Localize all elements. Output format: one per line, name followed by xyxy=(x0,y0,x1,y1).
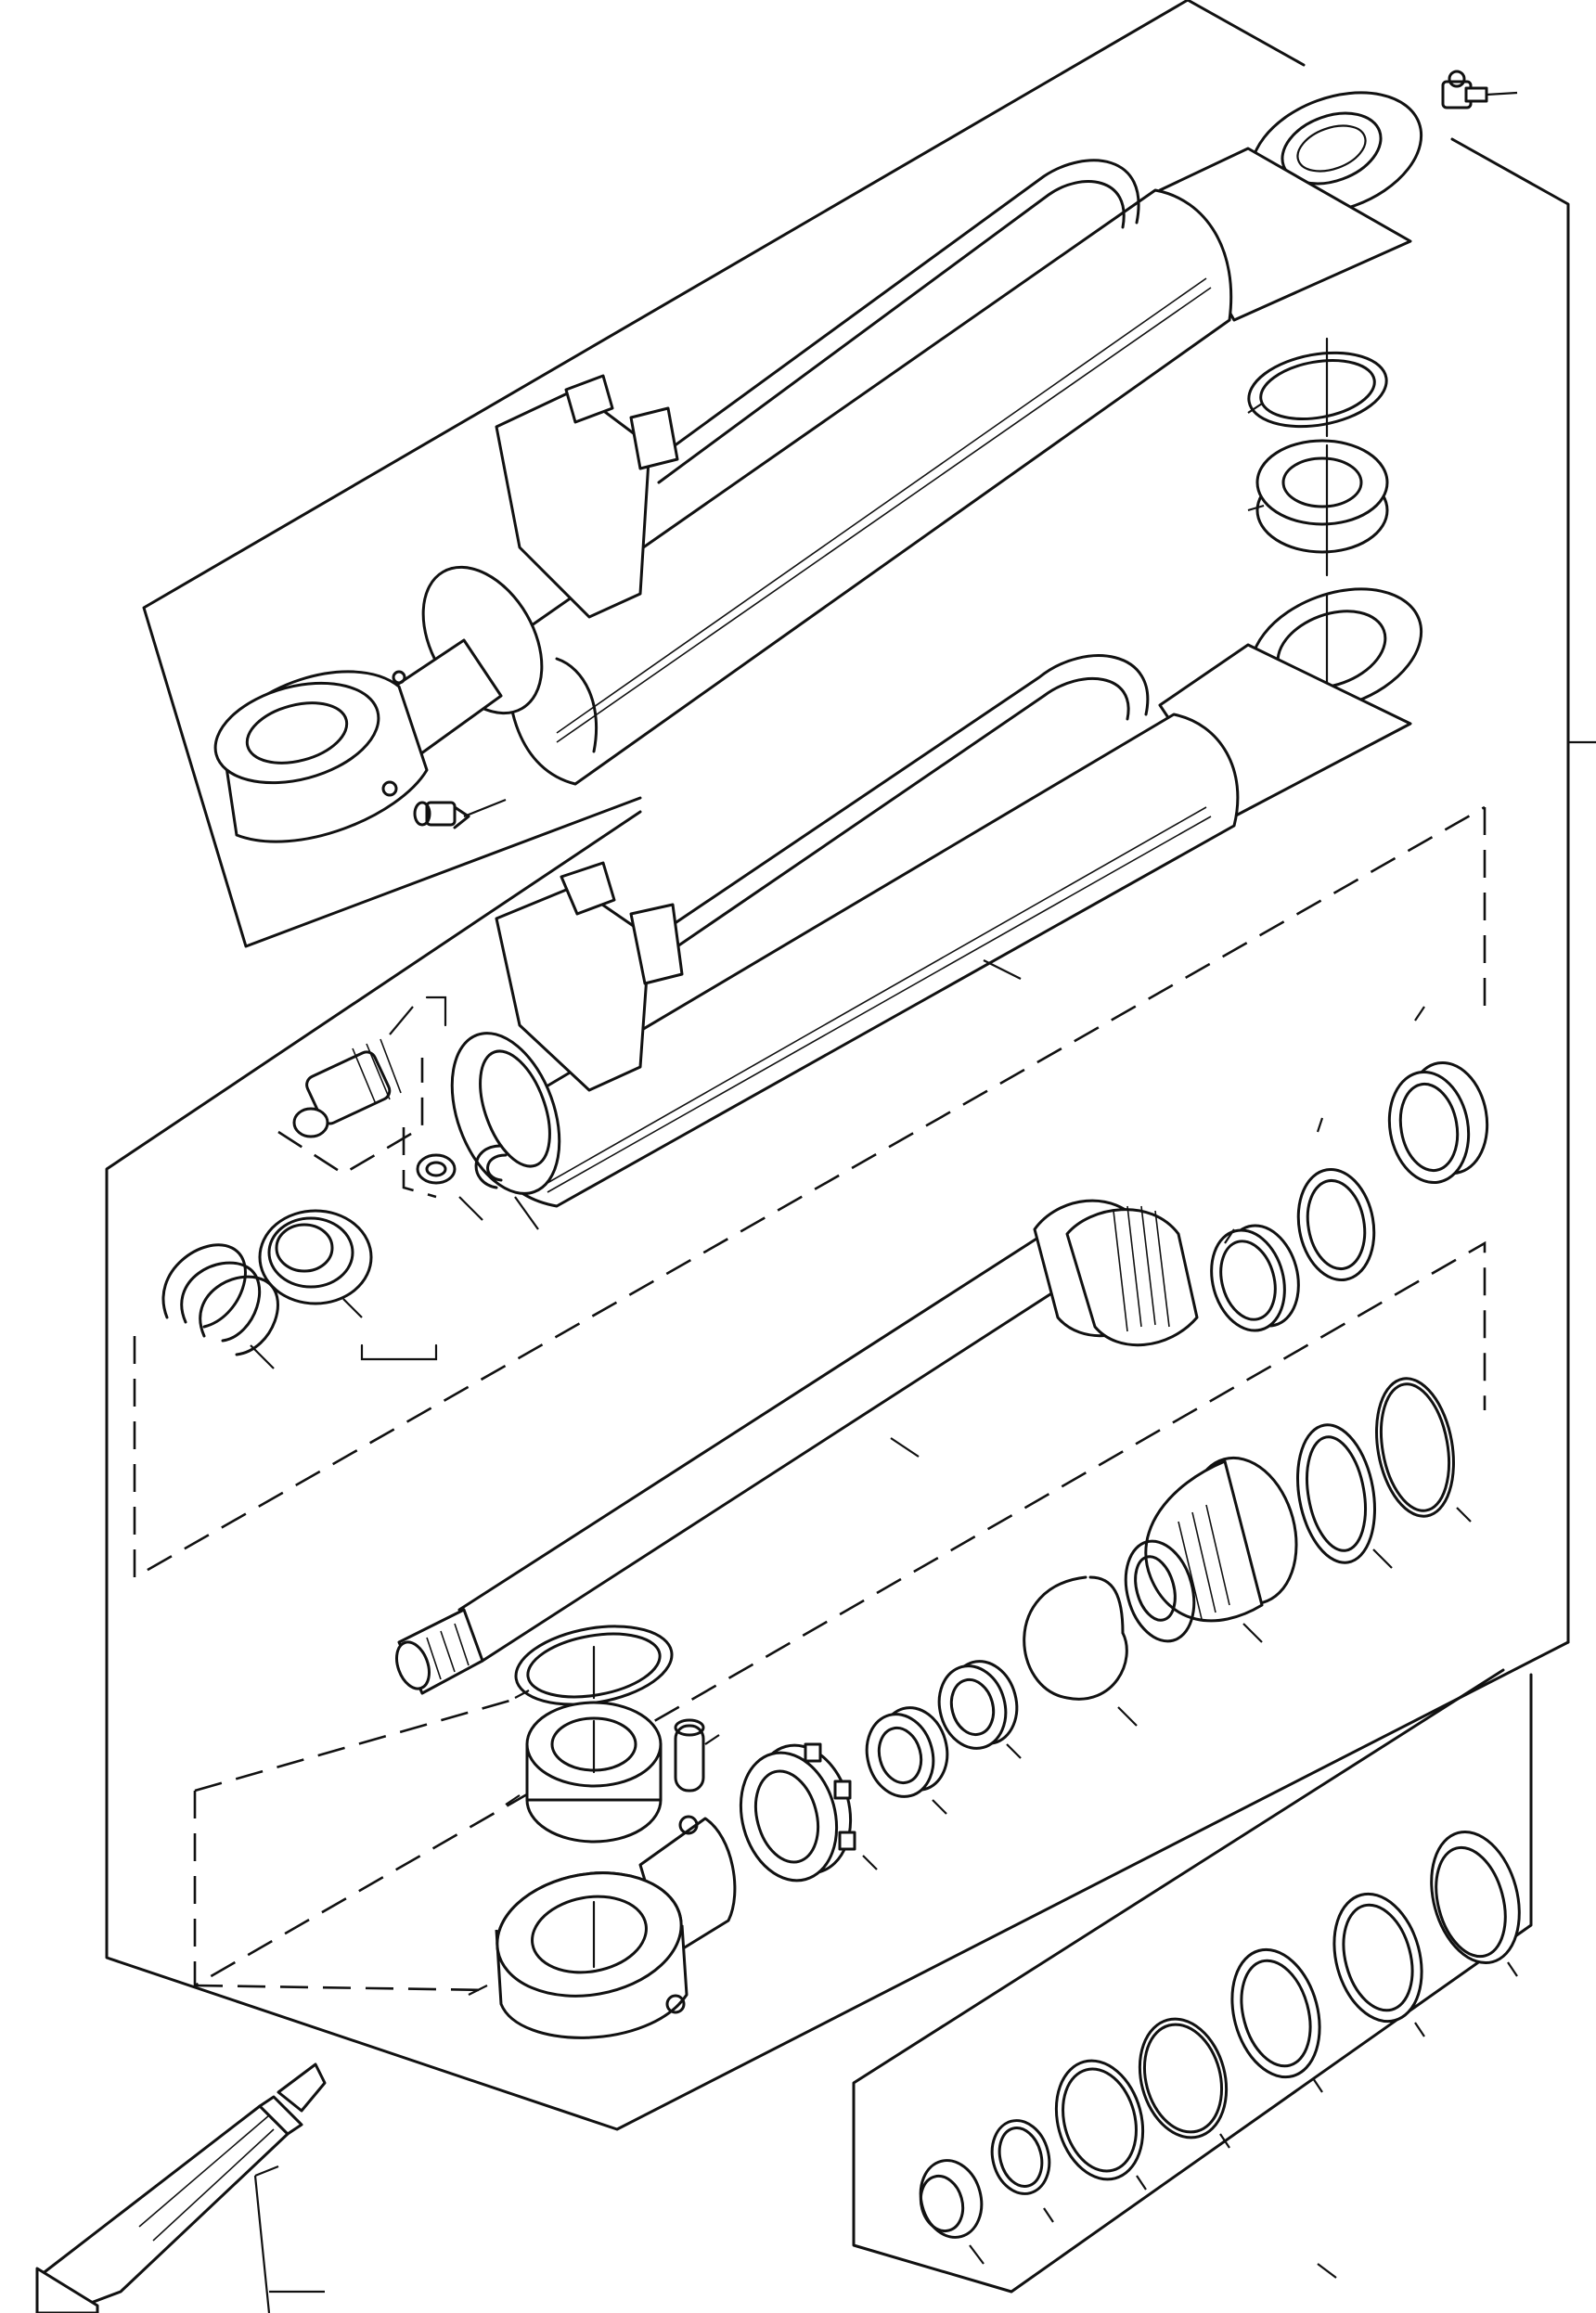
piston-dashed-boundary xyxy=(193,1240,1487,1988)
grease-fitting-icon xyxy=(1441,70,1518,109)
seal-ring-icon xyxy=(1296,1117,1376,1281)
valve-dashed-boundary xyxy=(133,805,1486,1580)
snap-ring-icon xyxy=(1247,337,1388,438)
seal-kit-icon xyxy=(919,1830,1521,2279)
wear-ring-icon xyxy=(1296,1423,1393,1569)
piston-rod-icon xyxy=(395,1199,1199,1695)
grease-fitting-icon xyxy=(413,798,507,829)
valve-cartridge-icon xyxy=(292,996,447,1138)
sealant-tube-icon xyxy=(35,2062,327,2313)
gland-icon xyxy=(1210,1224,1300,1332)
seal-kit-outline xyxy=(852,1668,1533,2294)
snap-ring-icon xyxy=(514,1625,674,1706)
bushing-icon xyxy=(865,1706,949,1815)
lock-nut-icon xyxy=(739,1742,878,1883)
spherical-bearing-icon xyxy=(505,1701,663,1844)
backup-ring-icon xyxy=(1023,1575,1138,1727)
cylinder-barrel-icon xyxy=(450,587,1423,1208)
wiper-ring-icon xyxy=(1387,1006,1489,1185)
spacer-icon xyxy=(937,1660,1022,1759)
piston-icon xyxy=(1124,1456,1298,1643)
assembly-group-outline xyxy=(142,0,1306,948)
exploded-group-outline xyxy=(105,810,1570,2131)
spring-icon xyxy=(161,1243,279,1369)
roll-pin-icon xyxy=(674,1718,720,1793)
rod-eye-icon xyxy=(468,1815,737,2039)
o-ring-icon xyxy=(1375,1377,1472,1523)
valve-seat-icon xyxy=(258,1209,438,1361)
cylinder-assembly-icon xyxy=(142,0,1423,948)
retaining-ring-icon xyxy=(474,1144,539,1230)
assembly-right-bracket xyxy=(1450,137,1570,1644)
spherical-bearing-icon xyxy=(1247,439,1389,577)
washer-icon xyxy=(416,1153,483,1221)
